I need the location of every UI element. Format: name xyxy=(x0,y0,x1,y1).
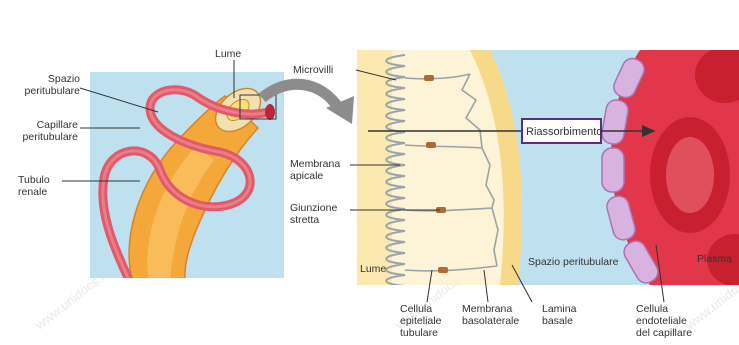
label-lume-top: Lume xyxy=(215,48,241,60)
reabsorption-label: Riassorbimento xyxy=(526,126,602,138)
red-blood-cell-center xyxy=(666,137,714,213)
label-spazio-peritubulare-right: Spazio peritubulare xyxy=(528,256,619,268)
capillary-cut-end xyxy=(265,104,275,120)
label-plasma: Plasma xyxy=(697,253,732,265)
label-microvilli: Microvilli xyxy=(293,64,333,76)
right-panel xyxy=(357,47,739,287)
label-lume-inner: Lume xyxy=(360,263,386,275)
